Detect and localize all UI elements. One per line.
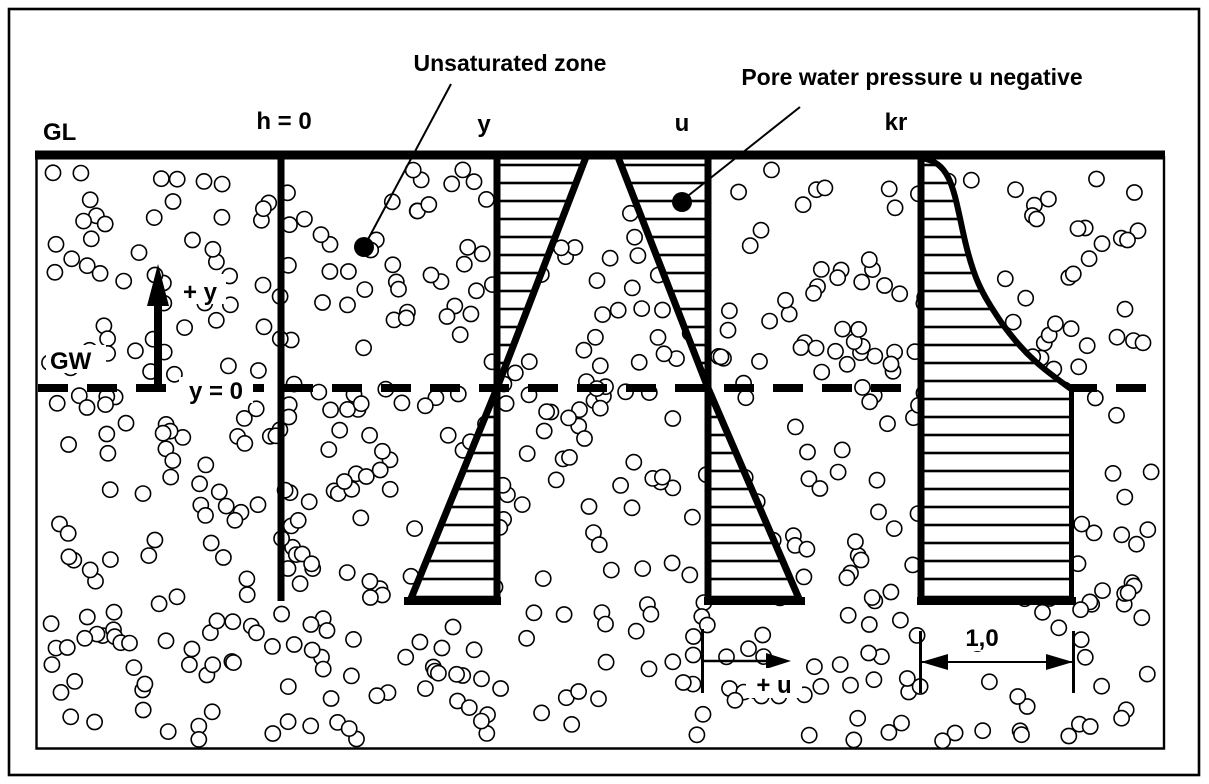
plus-y-label: + y bbox=[183, 279, 218, 306]
pore-leader-line bbox=[683, 106, 801, 200]
plus-u-label: + u bbox=[756, 672, 791, 699]
unsaturated-leader-line bbox=[364, 83, 452, 246]
unsaturated-zone-label: Unsaturated zone bbox=[414, 50, 607, 76]
u-axis-label: u bbox=[675, 110, 690, 137]
kr-area bbox=[921, 159, 1071, 600]
label-halos bbox=[46, 274, 1012, 698]
dimension-arrowhead-left bbox=[921, 654, 948, 670]
plus-u-arrow bbox=[701, 629, 791, 693]
y-profile-line bbox=[406, 155, 590, 603]
gw-label: GW bbox=[50, 348, 92, 375]
kr-dimension bbox=[919, 631, 1075, 693]
kr-curve bbox=[921, 155, 1073, 392]
dimension-arrowhead-right bbox=[1046, 654, 1073, 670]
pore-dot bbox=[672, 192, 692, 212]
diagram-outlines bbox=[277, 155, 1076, 605]
plus-y-arrowhead bbox=[147, 264, 169, 306]
y-zero-label: y = 0 bbox=[189, 378, 243, 405]
soil-block-border bbox=[35, 156, 1166, 750]
u-profile-line bbox=[614, 155, 804, 603]
pore-pressure-label: Pore water pressure u negative bbox=[741, 64, 1082, 90]
plus-u-arrowhead bbox=[766, 653, 791, 669]
plus-y-arrow bbox=[147, 264, 169, 387]
kr-axis-label: kr bbox=[885, 109, 908, 136]
gl-label: GL bbox=[43, 119, 76, 146]
callout-leaders bbox=[354, 83, 801, 257]
h0-label: h = 0 bbox=[256, 108, 311, 135]
kr-full-label: 1,0 bbox=[965, 625, 998, 652]
unsaturated-dot bbox=[354, 237, 374, 257]
y-axis-label: y bbox=[477, 111, 491, 138]
